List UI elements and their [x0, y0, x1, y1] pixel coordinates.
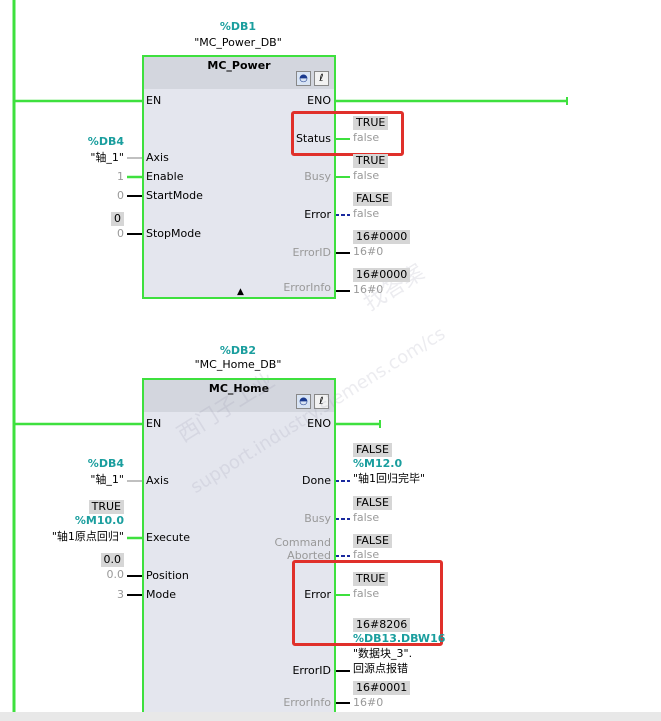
- instance-db-address: %DB1: [219, 20, 257, 33]
- pin-mode: Mode: [146, 588, 176, 601]
- busy-value[interactable]: false: [353, 169, 380, 182]
- errorid-address[interactable]: %DB13.DBW16: [353, 632, 446, 645]
- axis-tag[interactable]: "轴_1": [90, 473, 124, 486]
- instance-db-address: %DB2: [219, 344, 257, 357]
- stopmode-value[interactable]: 0: [117, 227, 124, 240]
- busy-monitor-value: FALSE: [353, 496, 392, 510]
- axis-address[interactable]: %DB4: [87, 457, 124, 470]
- execute-tag[interactable]: "轴1原点回归": [51, 530, 124, 543]
- pin-errorid: ErrorID: [292, 664, 331, 677]
- error-monitor-value: TRUE: [353, 572, 389, 586]
- pin-busy: Busy: [304, 512, 331, 525]
- pin-axis: Axis: [146, 474, 169, 487]
- aborted-value[interactable]: false: [353, 548, 380, 561]
- errorid-monitor-value: 16#0000: [353, 230, 411, 244]
- errorinfo-value[interactable]: 16#0: [353, 696, 384, 709]
- pin-eno: ENO: [307, 417, 331, 430]
- aborted-monitor-value: FALSE: [353, 534, 392, 548]
- startmode-value[interactable]: 0: [117, 189, 124, 202]
- horizontal-scrollbar[interactable]: [0, 712, 661, 721]
- errorinfo-monitor-value: 16#0000: [353, 268, 411, 282]
- execute-monitor-value: TRUE: [88, 500, 124, 514]
- highlight-error: [292, 560, 443, 646]
- block-title: MC_Home: [208, 382, 270, 395]
- axis-tag[interactable]: "轴_1": [90, 151, 124, 164]
- pin-command-aborted: Aborted: [287, 549, 331, 562]
- mc-home-block[interactable]: MC_Home ◓ ℓ: [142, 378, 336, 721]
- status-value[interactable]: false: [353, 131, 380, 144]
- position-monitor-value: 0.0: [100, 553, 124, 567]
- stopmode-monitor-value: 0: [111, 212, 124, 226]
- pin-command-aborted: Command: [274, 536, 331, 549]
- pin-stopmode: StopMode: [146, 227, 201, 240]
- enable-value[interactable]: 1: [117, 170, 124, 183]
- errorid-tag-member[interactable]: 回源点报错: [353, 662, 408, 675]
- error-value[interactable]: false: [353, 587, 380, 600]
- highlight-status: [291, 111, 404, 156]
- pin-errorinfo: ErrorInfo: [283, 696, 331, 709]
- done-tag[interactable]: "轴1回归完毕": [353, 472, 426, 485]
- mc-power-block[interactable]: MC_Power ◓ ℓ ▲: [142, 55, 336, 299]
- diagnostics-stethoscope-icon[interactable]: ℓ: [314, 394, 329, 409]
- pin-error: Error: [304, 208, 331, 221]
- status-monitor-value: TRUE: [353, 116, 389, 130]
- done-address[interactable]: %M12.0: [353, 457, 403, 470]
- pin-execute: Execute: [146, 531, 190, 544]
- instance-db-name: "MC_Power_DB": [194, 36, 282, 49]
- block-open-icon[interactable]: ◓: [296, 394, 311, 409]
- busy-monitor-value: TRUE: [353, 154, 389, 168]
- pin-done: Done: [302, 474, 331, 487]
- error-monitor-value: FALSE: [353, 192, 392, 206]
- pin-position: Position: [146, 569, 189, 582]
- position-value[interactable]: 0.0: [106, 568, 125, 581]
- busy-value[interactable]: false: [353, 511, 380, 524]
- pin-eno: ENO: [307, 94, 331, 107]
- pin-startmode: StartMode: [146, 189, 203, 202]
- pin-error: Error: [304, 588, 331, 601]
- errorinfo-monitor-value: 16#0001: [353, 681, 411, 695]
- axis-address[interactable]: %DB4: [87, 135, 124, 148]
- errorid-tag[interactable]: "数据块_3".: [353, 647, 413, 660]
- pin-en: EN: [146, 417, 162, 430]
- execute-address[interactable]: %M10.0: [74, 514, 124, 527]
- errorid-value[interactable]: 16#0: [353, 245, 384, 258]
- block-open-icon[interactable]: ◓: [296, 71, 311, 86]
- pin-enable: Enable: [146, 170, 184, 183]
- pin-status: Status: [295, 132, 331, 145]
- instance-db-name: "MC_Home_DB": [194, 358, 282, 371]
- pin-en: EN: [146, 94, 162, 107]
- error-value[interactable]: false: [353, 207, 380, 220]
- done-monitor-value: FALSE: [353, 443, 392, 457]
- pin-errorid: ErrorID: [292, 246, 331, 259]
- mode-value[interactable]: 3: [117, 588, 124, 601]
- pin-busy: Busy: [304, 170, 331, 183]
- errorinfo-value[interactable]: 16#0: [353, 283, 384, 296]
- pin-errorinfo: ErrorInfo: [283, 281, 331, 294]
- block-title: MC_Power: [207, 59, 271, 72]
- expand-collapse-arrow-icon[interactable]: ▲: [237, 287, 244, 297]
- pin-axis: Axis: [146, 151, 169, 164]
- errorid-monitor-value: 16#8206: [353, 618, 411, 632]
- diagnostics-stethoscope-icon[interactable]: ℓ: [314, 71, 329, 86]
